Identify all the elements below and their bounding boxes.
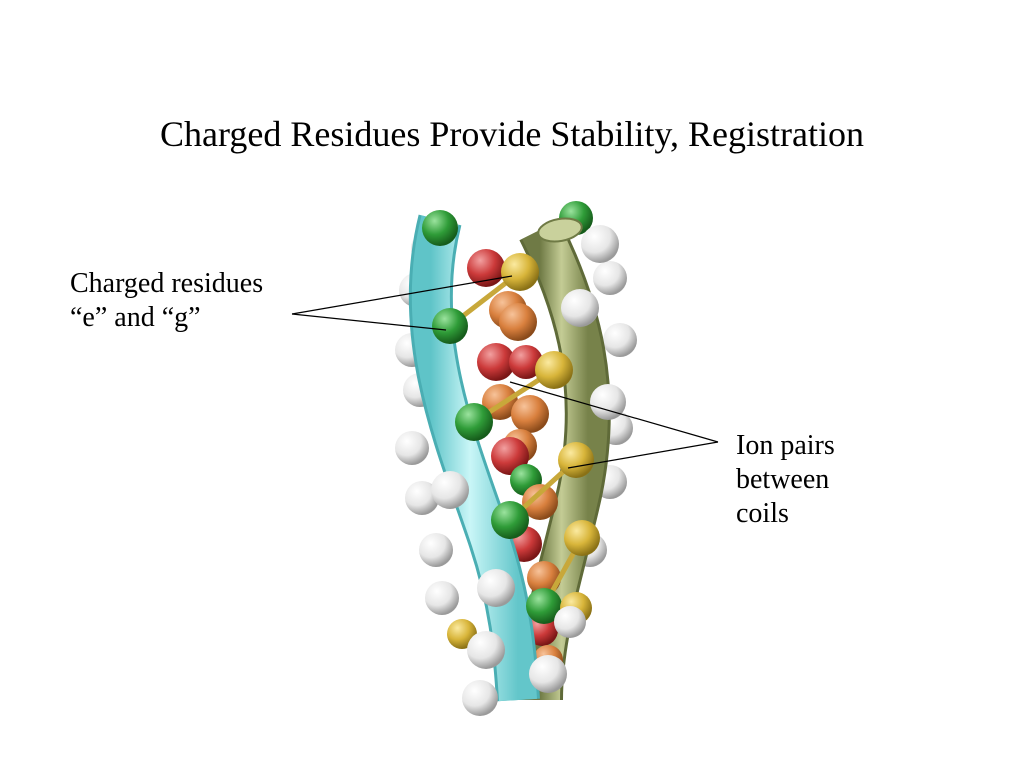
residue-red — [509, 345, 543, 379]
residue-white — [593, 261, 627, 295]
residue-white — [419, 533, 453, 567]
slide-title: Charged Residues Provide Stability, Regi… — [160, 114, 864, 154]
ion-pairs-label: Ion pairs between coils — [736, 429, 835, 531]
residue-yellow — [501, 253, 539, 291]
helix-b-end-cap — [537, 217, 583, 243]
residue-white — [467, 631, 505, 669]
charged-residues-label-line-2: “e” and “g” — [70, 302, 201, 333]
residue-green — [422, 210, 458, 246]
residue-orange — [511, 395, 549, 433]
ion-pairs-label-line-1: Ion pairs — [736, 430, 835, 461]
residue-white — [561, 289, 599, 327]
residue-white — [554, 606, 586, 638]
residue-orange — [522, 484, 558, 520]
residue-yellow — [564, 520, 600, 556]
residue-white — [581, 225, 619, 263]
residue-white — [395, 431, 429, 465]
residue-white — [529, 655, 567, 693]
charged-residues-label: Charged residues “e” and “g” — [70, 267, 263, 335]
residue-orange — [499, 303, 537, 341]
residue-white — [603, 323, 637, 357]
coiled-coil-diagram — [395, 201, 637, 716]
ion-pairs-label-line-2: between — [736, 464, 830, 495]
residue-white — [431, 471, 469, 509]
residue-yellow — [535, 351, 573, 389]
residue-white — [425, 581, 459, 615]
residue-yellow — [558, 442, 594, 478]
residue-white — [462, 680, 498, 716]
charged-residues-label-line-1: Charged residues — [70, 268, 264, 299]
residue-red — [477, 343, 515, 381]
residue-white — [477, 569, 515, 607]
residue-green — [455, 403, 493, 441]
residue-white — [405, 481, 439, 515]
residue-green — [491, 501, 529, 539]
residue-green — [526, 588, 562, 624]
residue-red — [467, 249, 505, 287]
residue-green — [432, 308, 468, 344]
ion-pairs-label-line-3: coils — [736, 498, 789, 529]
residue-white — [590, 384, 626, 420]
